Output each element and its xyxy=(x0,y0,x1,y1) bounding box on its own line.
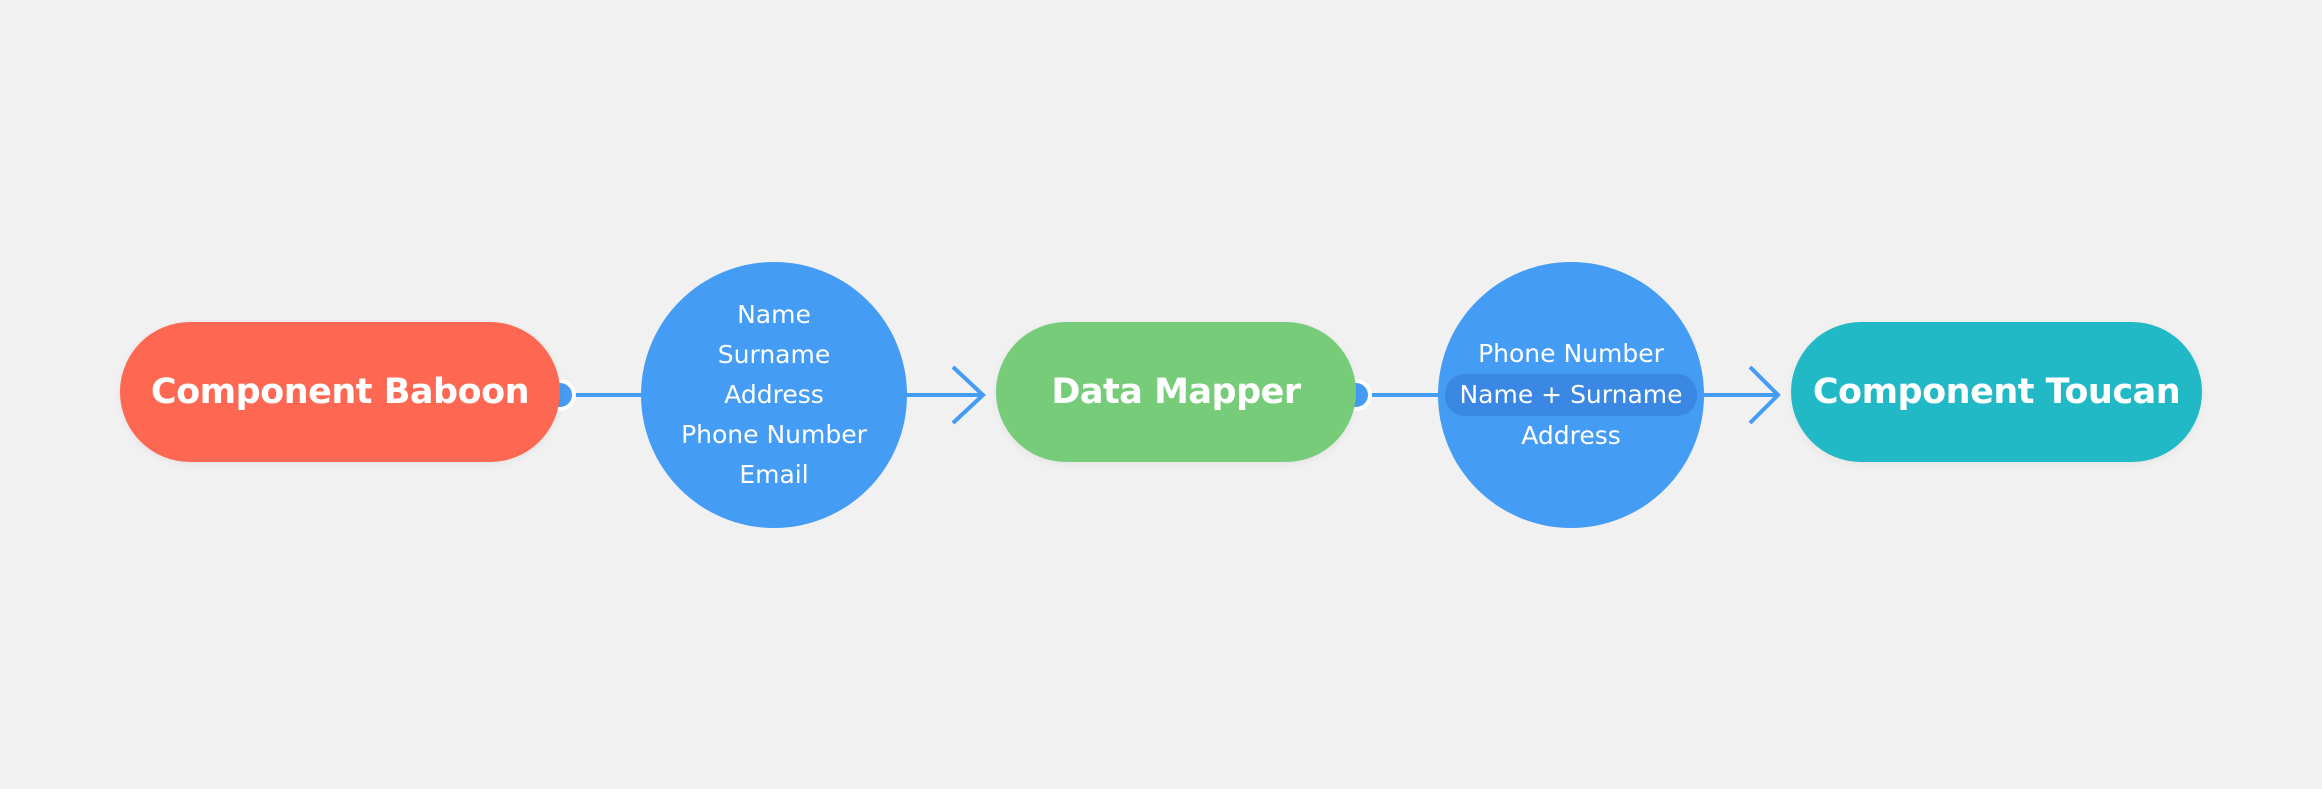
node-label: Component Baboon xyxy=(150,372,530,412)
payload-field: Surname xyxy=(717,340,831,369)
arrowhead-icon xyxy=(951,365,986,425)
payload-bubble-source-fields: Name Surname Address Phone Number Email xyxy=(641,262,907,528)
node-label: Data Mapper xyxy=(1051,372,1301,412)
payload-field: Address xyxy=(724,380,824,409)
arrowhead-icon xyxy=(1748,365,1781,425)
node-data-mapper[interactable]: Data Mapper xyxy=(996,322,1356,462)
payload-field-highlighted: Name + Surname xyxy=(1445,374,1697,416)
payload-field: Phone Number xyxy=(681,420,867,449)
payload-field: Phone Number xyxy=(1478,339,1664,368)
payload-bubble-mapped-fields: Phone Number Name + Surname Address xyxy=(1438,262,1704,528)
payload-field: Address xyxy=(1521,421,1621,450)
payload-field: Email xyxy=(739,460,809,489)
node-label: Component Toucan xyxy=(1812,372,2181,412)
payload-field: Name xyxy=(737,300,811,329)
node-component-toucan[interactable]: Component Toucan xyxy=(1791,322,2202,462)
node-component-baboon[interactable]: Component Baboon xyxy=(120,322,560,462)
